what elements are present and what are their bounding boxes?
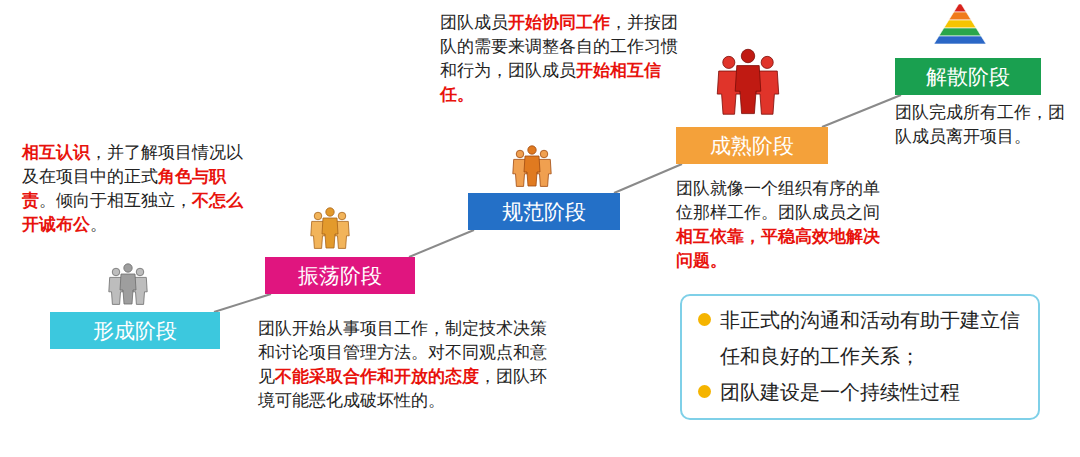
team-icon xyxy=(513,146,551,187)
person-head xyxy=(112,268,120,276)
stair-line xyxy=(409,230,474,257)
highlight-run: 开始协同工作 xyxy=(508,12,610,32)
stage-description: 团队完成所有工作，团队成员离开项目。 xyxy=(895,100,1075,148)
stage-box: 解散阶段 xyxy=(895,58,1041,95)
person-body xyxy=(524,156,540,186)
stage-description: 团队就像一个组织有序的单位那样工作。团队成员之间相互依靠，平稳高效地解决问题。 xyxy=(676,176,894,272)
stage-box: 振荡阶段 xyxy=(265,257,415,294)
stair-line xyxy=(822,95,901,127)
person-head xyxy=(723,56,735,68)
note-text: 团队建设是一个持续性过程 xyxy=(720,380,960,404)
person-icon xyxy=(524,146,540,186)
bullet-dot xyxy=(698,385,711,398)
text-run: 团队成员 xyxy=(440,12,508,32)
stage-box: 形成阶段 xyxy=(50,312,220,349)
person-body xyxy=(735,66,761,114)
pyramid-layer xyxy=(954,4,966,12)
stage-description: 团队开始从事项目工作，制定技术决策和讨论项目管理方法。对不同观点和意见不能采取合… xyxy=(258,316,560,412)
highlight-run: 相互依靠，平稳高效地解决问题。 xyxy=(676,226,880,270)
team-icon xyxy=(717,49,778,114)
stage-name: 解散阶段 xyxy=(926,63,1010,91)
stage-description: 团队成员开始协同工作，并按团队的需要来调整各自的工作习惯和行为，团队成员开始相互… xyxy=(440,10,682,106)
stage-description: 相互认识，并了解项目情况以及在项目中的正式角色与职责。倾向于相互独立，不怎么开诚… xyxy=(22,140,258,236)
highlight-run: 相互认识 xyxy=(22,142,90,162)
stage-name: 成熟阶段 xyxy=(710,132,794,160)
person-head xyxy=(741,49,754,62)
person-head xyxy=(136,268,144,276)
stage-name: 形成阶段 xyxy=(93,317,177,345)
pyramid-icon xyxy=(934,4,986,44)
pyramid-layer xyxy=(934,36,986,44)
person-head xyxy=(528,146,536,154)
stage-box: 规范阶段 xyxy=(468,193,620,230)
person-head xyxy=(124,264,132,272)
person-head xyxy=(540,150,548,158)
text-run: 。 xyxy=(90,214,107,234)
stair-line xyxy=(214,294,271,312)
person-body xyxy=(322,218,338,248)
stair-line xyxy=(614,164,682,193)
note-box: 非正式的沟通和活动有助于建立信任和良好的工作关系； 团队建设是一个持续性过程 xyxy=(680,294,1040,420)
stage-name: 振荡阶段 xyxy=(298,262,382,290)
bullet-item: 非正式的沟通和活动有助于建立信任和良好的工作关系； xyxy=(694,302,1026,374)
text-run: 团队就像一个组织有序的单位那样工作。团队成员之间 xyxy=(676,178,880,222)
person-icon xyxy=(120,264,136,304)
pyramid-layer xyxy=(949,12,971,20)
person-body xyxy=(120,274,136,304)
person-head xyxy=(338,212,346,220)
bullet-item: 团队建设是一个持续性过程 xyxy=(694,374,1026,410)
text-run: 团队完成所有工作，团队成员离开项目。 xyxy=(895,102,1065,146)
stage-box: 成熟阶段 xyxy=(676,127,828,164)
text-run: 。倾向于相互独立， xyxy=(39,190,192,210)
bullet-dot xyxy=(698,313,711,326)
team-icon xyxy=(109,264,147,305)
person-icon xyxy=(735,49,761,113)
team-icon xyxy=(311,208,349,249)
person-head xyxy=(326,208,334,216)
pyramid-layer xyxy=(944,20,976,28)
note-text: 非正式的沟通和活动有助于建立信任和良好的工作关系； xyxy=(720,308,1020,368)
person-head xyxy=(314,212,322,220)
person-head xyxy=(761,56,773,68)
highlight-run: 不能采取合作和开放的态度 xyxy=(275,366,479,386)
pyramid-layer xyxy=(939,28,981,36)
person-head xyxy=(516,150,524,158)
stage-name: 规范阶段 xyxy=(502,198,586,226)
person-icon xyxy=(322,208,338,248)
